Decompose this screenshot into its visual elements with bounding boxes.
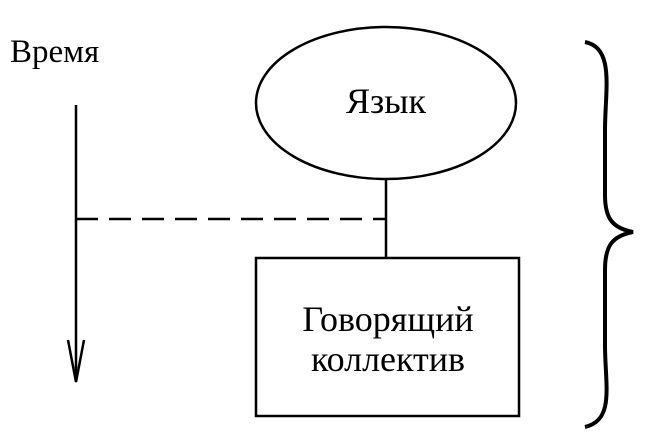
right-brace xyxy=(584,40,634,429)
collective-box xyxy=(254,256,521,418)
collective-label-line1: Говорящий xyxy=(302,299,473,339)
time-label: Время xyxy=(10,34,99,70)
time-arrow xyxy=(66,105,86,383)
collective-label-line2: коллектив xyxy=(311,339,465,379)
language-label: Язык xyxy=(346,81,426,121)
